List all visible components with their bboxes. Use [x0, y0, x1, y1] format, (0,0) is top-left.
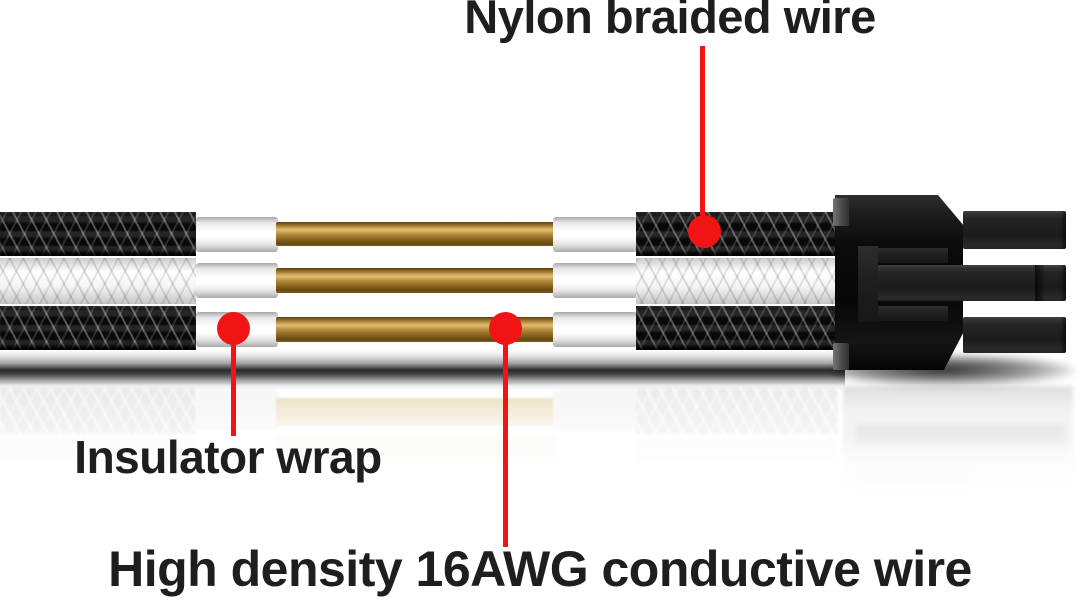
label-insulator-wrap: Insulator wrap [74, 431, 382, 483]
reflection-fade-overlay [0, 384, 1080, 509]
callout-dot-nylon [688, 215, 721, 248]
nylon-braid-left-bottom [0, 306, 196, 350]
callout-line-insulator [231, 328, 236, 436]
callout-dot-insulator [217, 312, 250, 345]
insulator-wrap-left-row2 [196, 263, 278, 298]
label-conductive-wire: High density 16AWG conductive wire [108, 541, 972, 597]
connector-latch-arm-bottom [878, 306, 948, 321]
connector-latch-arm-top [878, 248, 948, 263]
nylon-braid-right-bottom [636, 306, 838, 350]
nylon-braid-right-middle [636, 258, 838, 304]
nylon-braid-right-top [636, 212, 838, 256]
connector-latch-bar [858, 246, 878, 322]
callout-line-nylon [700, 46, 705, 232]
insulator-wrap-right-row2 [553, 263, 637, 298]
reflection-gloss-band [0, 350, 845, 390]
callout-line-conductive [503, 328, 508, 547]
label-nylon-braided-wire: Nylon braided wire [464, 0, 876, 43]
nylon-braid-left-middle [0, 258, 196, 304]
connector-pin-middle [878, 265, 1066, 301]
callout-dot-conductive [489, 312, 522, 345]
insulator-wrap-right-row1 [553, 217, 637, 252]
conductive-wire-row1 [276, 222, 556, 246]
connector-pin-bottom [963, 317, 1066, 353]
conductive-wire-row2 [276, 268, 556, 293]
insulator-wrap-left-row1 [196, 217, 278, 252]
connector-pin-top [963, 211, 1066, 249]
connector-tab-bottom [833, 343, 849, 370]
connector-pin-middle-notch [1035, 265, 1044, 301]
nylon-braid-left-top [0, 212, 196, 256]
connector-tab-top [833, 198, 849, 226]
insulator-wrap-right-row3 [553, 312, 637, 347]
